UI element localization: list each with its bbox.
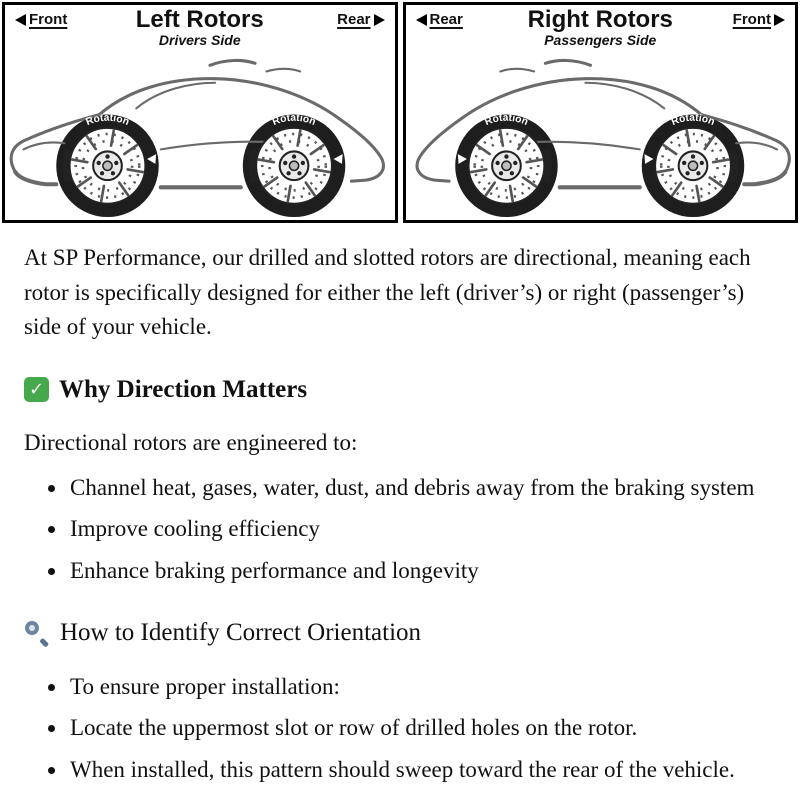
- intro-paragraph: At SP Performance, our drilled and slott…: [24, 245, 751, 340]
- arrow-right-icon: [774, 13, 785, 26]
- right-car-illustration: Rotation Rotation: [406, 51, 796, 220]
- section2-bullet-list: To ensure proper installation: Locate th…: [24, 670, 772, 788]
- section1-bullet-list: Channel heat, gases, water, dust, and de…: [24, 471, 772, 589]
- rear-direction-label: Rear: [337, 11, 385, 28]
- panel-title: Right Rotors: [527, 6, 673, 33]
- right-panel-titles: Right Rotors Passengers Side: [406, 7, 796, 48]
- rotation-label-front: Rotation: [84, 113, 130, 128]
- magnifier-icon: [24, 620, 50, 648]
- section1-lead: Directional rotors are engineered to:: [24, 430, 358, 456]
- article-body: At SP Performance, our drilled and slott…: [0, 223, 800, 807]
- heading-text: How to Identify Correct Orientation: [60, 619, 422, 647]
- svg-text:Rotation: Rotation: [271, 113, 317, 128]
- arrow-right-icon: [373, 13, 385, 26]
- check-mark-icon: ✓: [24, 376, 49, 402]
- rotor-direction-diagram: Front Left Rotors Drivers Side Rear: [0, 0, 800, 224]
- list-item: To ensure proper installation:: [68, 670, 772, 705]
- rotation-label-front: Rotation: [669, 113, 715, 128]
- arrow-left-icon: [415, 13, 427, 26]
- panel-subtitle: Drivers Side: [158, 32, 241, 49]
- rotation-arrow-icon: [147, 154, 157, 164]
- list-item: Improve cooling efficiency: [68, 512, 772, 547]
- right-panel-header: Rear Right Rotors Passengers Side Front: [406, 5, 796, 51]
- right-rotors-panel: Rear Right Rotors Passengers Side Front …: [402, 2, 798, 224]
- rotation-label-rear: Rotation: [483, 113, 529, 128]
- arrow-left-icon: [15, 13, 26, 26]
- rotation-arrow-icon: [333, 154, 343, 164]
- left-panel-header: Front Left Rotors Drivers Side Rear: [5, 5, 395, 51]
- front-direction-label: Front: [733, 11, 785, 28]
- left-rotors-panel: Front Left Rotors Drivers Side Rear: [2, 2, 398, 224]
- svg-text:Rotation: Rotation: [669, 113, 715, 128]
- list-item: When installed, this pattern should swee…: [68, 753, 772, 788]
- rotation-label-rear: Rotation: [271, 113, 317, 128]
- front-direction-label: Front: [15, 11, 67, 28]
- heading-why-direction-matters: ✓ Why Direction Matters: [24, 371, 772, 409]
- list-item: Locate the uppermost slot or row of dril…: [68, 711, 772, 746]
- svg-text:Rotation: Rotation: [84, 113, 130, 128]
- rotation-arrow-icon: [643, 154, 653, 164]
- panel-subtitle: Passengers Side: [544, 32, 657, 49]
- heading-how-to-identify: How to Identify Correct Orientation: [24, 614, 772, 652]
- svg-text:Rotation: Rotation: [483, 113, 529, 128]
- left-panel-titles: Left Rotors Drivers Side: [5, 7, 395, 48]
- heading-text: Why Direction Matters: [59, 375, 308, 403]
- rear-direction-label: Rear: [415, 11, 463, 28]
- rotation-arrow-icon: [457, 154, 467, 164]
- list-item: Channel heat, gases, water, dust, and de…: [68, 471, 772, 506]
- list-item: Enhance braking performance and longevit…: [68, 554, 772, 589]
- panel-title: Left Rotors: [135, 6, 264, 33]
- left-car-illustration: Rotation Rotation: [5, 51, 395, 220]
